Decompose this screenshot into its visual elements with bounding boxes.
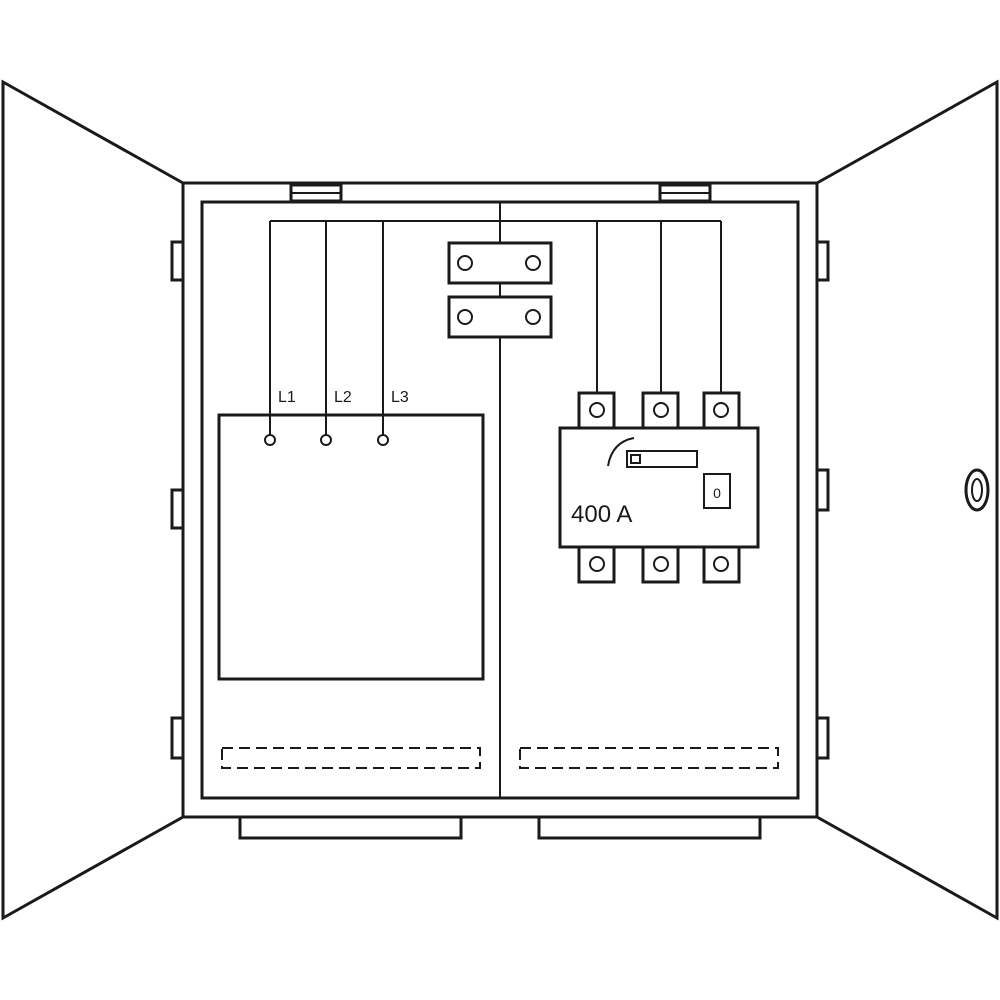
terminal-label-l3: L3 [391,389,409,406]
cabinet-feet [238,815,762,840]
wiring [269,220,722,440]
switch-position-indicator: 0 [713,485,721,501]
top-brackets [289,183,712,203]
left-door [1,79,185,921]
switch-rating-label: 400 A [571,501,632,528]
din-rail-right [519,747,779,769]
meter-terminals [264,434,389,446]
door-lock-icon [964,468,990,512]
terminal-link-bottom [447,295,553,339]
meter-compartment [217,413,485,681]
switch-disconnector [558,391,760,584]
din-rail-left [221,747,481,769]
terminal-label-l2: L2 [334,389,352,406]
terminal-link-top [447,241,553,285]
terminal-label-l1: L1 [278,389,296,406]
